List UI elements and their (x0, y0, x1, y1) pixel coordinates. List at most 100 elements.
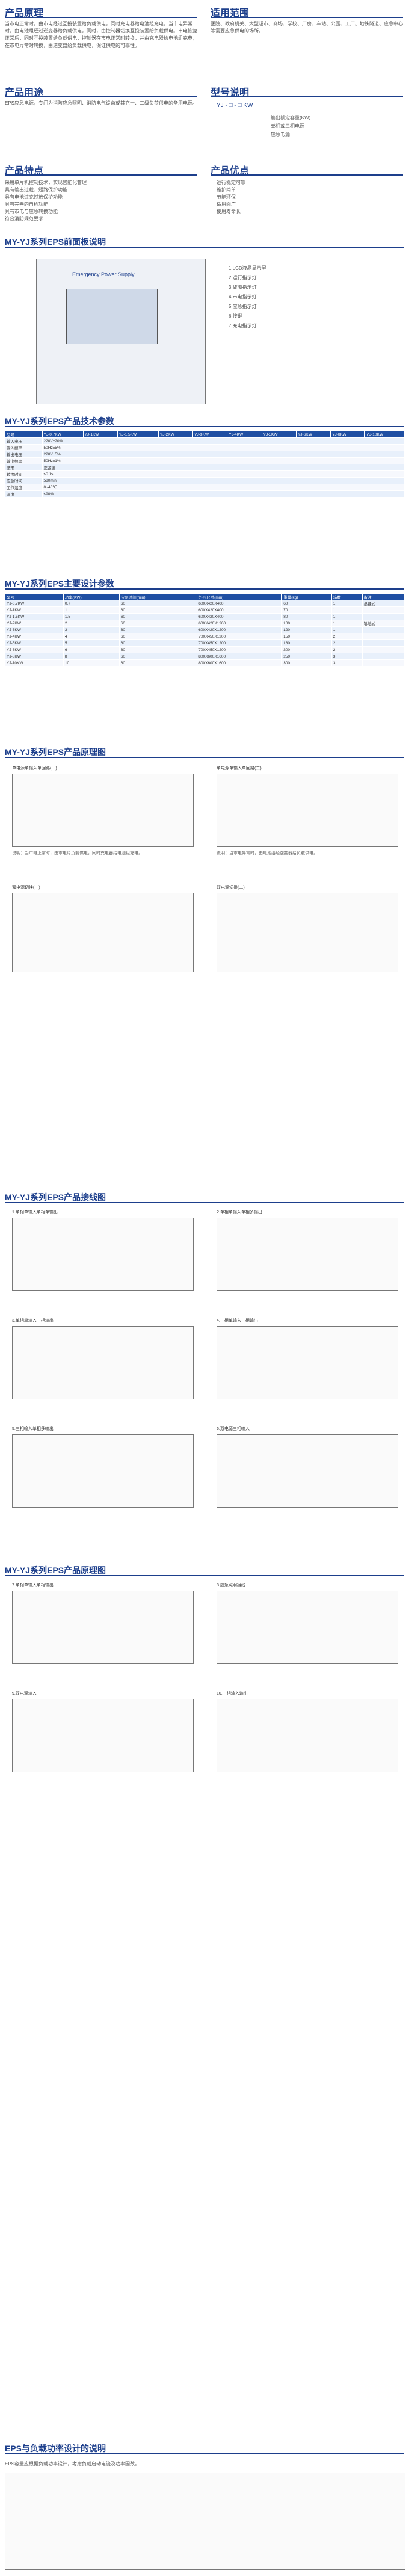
table-cell: 600X420X400 (197, 606, 283, 614)
table-cell: YJ-10KW (364, 431, 404, 438)
feature-item: 采用单片机控制技术，实现智能化管理 (5, 180, 87, 185)
table-cell: ≥90min (42, 477, 405, 484)
table-cell: 2 (63, 620, 120, 627)
table-cell: 70 (281, 606, 332, 614)
table-cell: 60 (118, 646, 198, 653)
table-cell: YJ-1KW (5, 606, 64, 614)
table-cell: 2 (331, 646, 363, 653)
table-cell: 60 (118, 613, 198, 620)
table-cell: ≤0.1s (42, 470, 405, 478)
table-cell: 1 (63, 606, 120, 614)
table-cell: 800X600X1600 (197, 659, 283, 667)
section-title-application: 适用范围 (211, 8, 250, 19)
divider (211, 174, 403, 176)
section-title-schematic2: MY-YJ系列EPS产品原理图 (5, 1565, 106, 1575)
table-cell: 80 (281, 613, 332, 620)
panel-note: 4.市电指示灯 (229, 294, 257, 300)
table-cell: YJ-2KW (5, 620, 64, 627)
divider (5, 96, 197, 97)
model-item-2: 单相或三相电源 (271, 123, 304, 129)
panel-note: 7.充电指示灯 (229, 323, 257, 328)
table-cell: 0.7 (63, 600, 120, 607)
diagram-title: 3.单相单输入三相输出 (12, 1319, 54, 1323)
table-cell: 外形尺寸(mm) (197, 593, 283, 600)
advantage-item: 使用寿命长 (217, 209, 241, 214)
table-cell: 700X450X1200 (197, 639, 283, 647)
table-cell: 180 (281, 639, 332, 647)
section-title-panel: MY-YJ系列EPS前面板说明 (5, 237, 106, 247)
table-cell: YJ-1KW (82, 431, 118, 438)
diagram-title: 双电源切换(一) (12, 886, 40, 890)
table-cell: 工作温度 (5, 484, 43, 491)
table-cell: 600X420X1200 (197, 626, 283, 633)
table-cell: 60 (118, 606, 198, 614)
table-cell: YJ-4KW (5, 633, 64, 640)
table-cell (361, 633, 405, 640)
section-title-load: EPS与负载功率设计的说明 (5, 2444, 106, 2453)
table-cell: 60 (118, 626, 198, 633)
panel-note: 2.运行指示灯 (229, 275, 257, 280)
table-cell: 1 (331, 613, 363, 620)
table-cell: YJ-0.7KW (42, 431, 84, 438)
table-cell: YJ-0.7KW (5, 600, 64, 607)
table-cell: 3 (331, 659, 363, 667)
advantage-item: 适用面广 (217, 202, 236, 207)
divider (5, 1202, 404, 1203)
section-title-principle: 产品原理 (5, 8, 44, 19)
table-cell: 60 (118, 639, 198, 647)
table-cell: 6 (63, 646, 120, 653)
table-cell: 220V±5% (42, 451, 405, 458)
table-cell: 100 (281, 620, 332, 627)
diagram-note: 说明：当市电异常时，由电池组经逆变器给负载供电。 (217, 851, 318, 855)
table-cell: 型号 (5, 593, 64, 600)
divider (211, 96, 403, 97)
lcd-screen (66, 289, 158, 344)
section-title-schematic: MY-YJ系列EPS产品原理图 (5, 747, 106, 757)
table-cell: YJ-2KW (158, 431, 194, 438)
table-cell: YJ-6KW (295, 431, 331, 438)
table-cell: 120 (281, 626, 332, 633)
diagram-box (12, 1699, 194, 1772)
table-cell: 壁挂式 (361, 600, 405, 607)
table-cell: 250 (281, 653, 332, 660)
diagram-note: 说明：当市电正常时，由市电给负载供电，同时充电器给电池组充电。 (12, 851, 143, 855)
table-cell: YJ-6KW (5, 646, 64, 653)
table-cell: 1 (331, 626, 363, 633)
table-cell: 60 (118, 659, 198, 667)
section-title-tech: MY-YJ系列EPS产品技术参数 (5, 416, 115, 426)
panel-note: 5.应急指示灯 (229, 304, 257, 309)
table-cell (361, 659, 405, 667)
table-row: 转换时间≤0.1s (5, 470, 405, 478)
table-row: 波形正弦波 (5, 464, 405, 471)
table-cell: 湿度 (5, 490, 43, 498)
table-cell: 应急时间(min) (118, 593, 198, 600)
diagram-box (12, 1591, 194, 1664)
table-cell: 800X600X1600 (197, 653, 283, 660)
panel-note: 3.故障指示灯 (229, 285, 257, 290)
table-cell (361, 626, 405, 633)
table-cell: 1.5 (63, 613, 120, 620)
model-item-1: 输出额定容量(KW) (271, 115, 311, 120)
diagram-box (217, 1434, 398, 1508)
table-cell: 正弦波 (42, 464, 405, 471)
table-cell: 8 (63, 653, 120, 660)
diagram-box (217, 774, 398, 847)
divider (5, 247, 404, 248)
feature-item: 具有电池过充过放保护功能 (5, 194, 63, 200)
panel-label: Emergency Power Supply (72, 271, 135, 277)
table-cell: YJ-10KW (5, 659, 64, 667)
section-title-features: 产品特点 (5, 166, 44, 176)
diagram-title: 5.三相输入单相多输出 (12, 1427, 54, 1431)
load-text: EPS容量应根据负载功率设计，考虑负载启动电流及功率因数。 (5, 2461, 140, 2467)
diagram-title: 1.单相单输入单相单输出 (12, 1210, 58, 1215)
diagram-title: 2.单相单输入单相多输出 (217, 1210, 262, 1215)
table-cell: YJ-5KW (5, 639, 64, 647)
